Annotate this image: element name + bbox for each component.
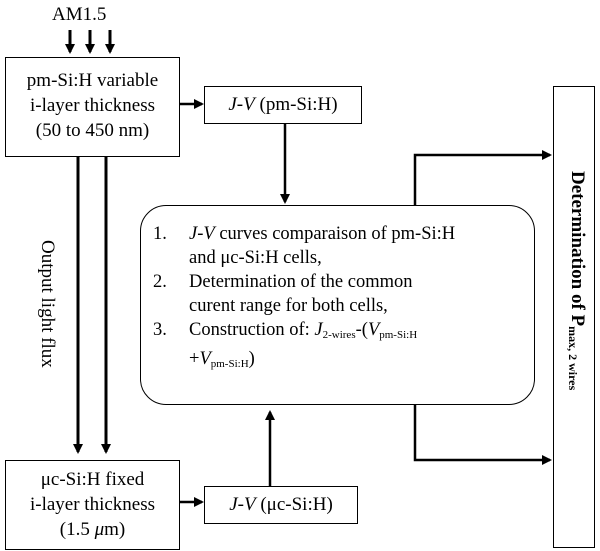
arrow-process-to-result-top: [413, 150, 552, 205]
illumination-label: AM1.5: [52, 4, 107, 25]
arrow-process-to-result-bottom: [413, 404, 552, 465]
light-flux-label: Output light flux: [37, 240, 58, 368]
top-cell-line3: (50 to 450 nm): [35, 120, 150, 141]
process-box: 1. J-V curves comparaison of pm-Si:H and…: [140, 205, 535, 405]
jv-bottom-box: J-V (μc-Si:H): [204, 486, 358, 524]
bottom-cell-line1: μc-Si:H fixed: [40, 469, 145, 490]
result-box: Determination of Pmax, 2 wires: [553, 86, 595, 548]
step-3: 3. Construction of: J2-wires-(Vpm-Si:H +…: [153, 320, 418, 370]
step-2: 2. Determination of the common curent ra…: [153, 272, 413, 316]
step-1: 1. J-V curves comparaison of pm-Si:H and…: [153, 224, 456, 268]
top-cell-box: pm-Si:H variable i-layer thickness (50 t…: [5, 57, 180, 157]
bottom-cell-box: μc-Si:H fixed i-layer thickness (1.5 μm): [5, 460, 180, 550]
jv-top-box: J-V (pm-Si:H): [204, 86, 362, 124]
top-cell-line2: i-layer thickness: [29, 95, 156, 116]
result-label: Determination of Pmax, 2 wires: [566, 171, 588, 391]
bottom-cell-line2: i-layer thickness: [29, 494, 156, 515]
top-cell-line1: pm-Si:H variable: [26, 70, 159, 91]
bottom-cell-line3: (1.5 μm): [59, 519, 126, 540]
